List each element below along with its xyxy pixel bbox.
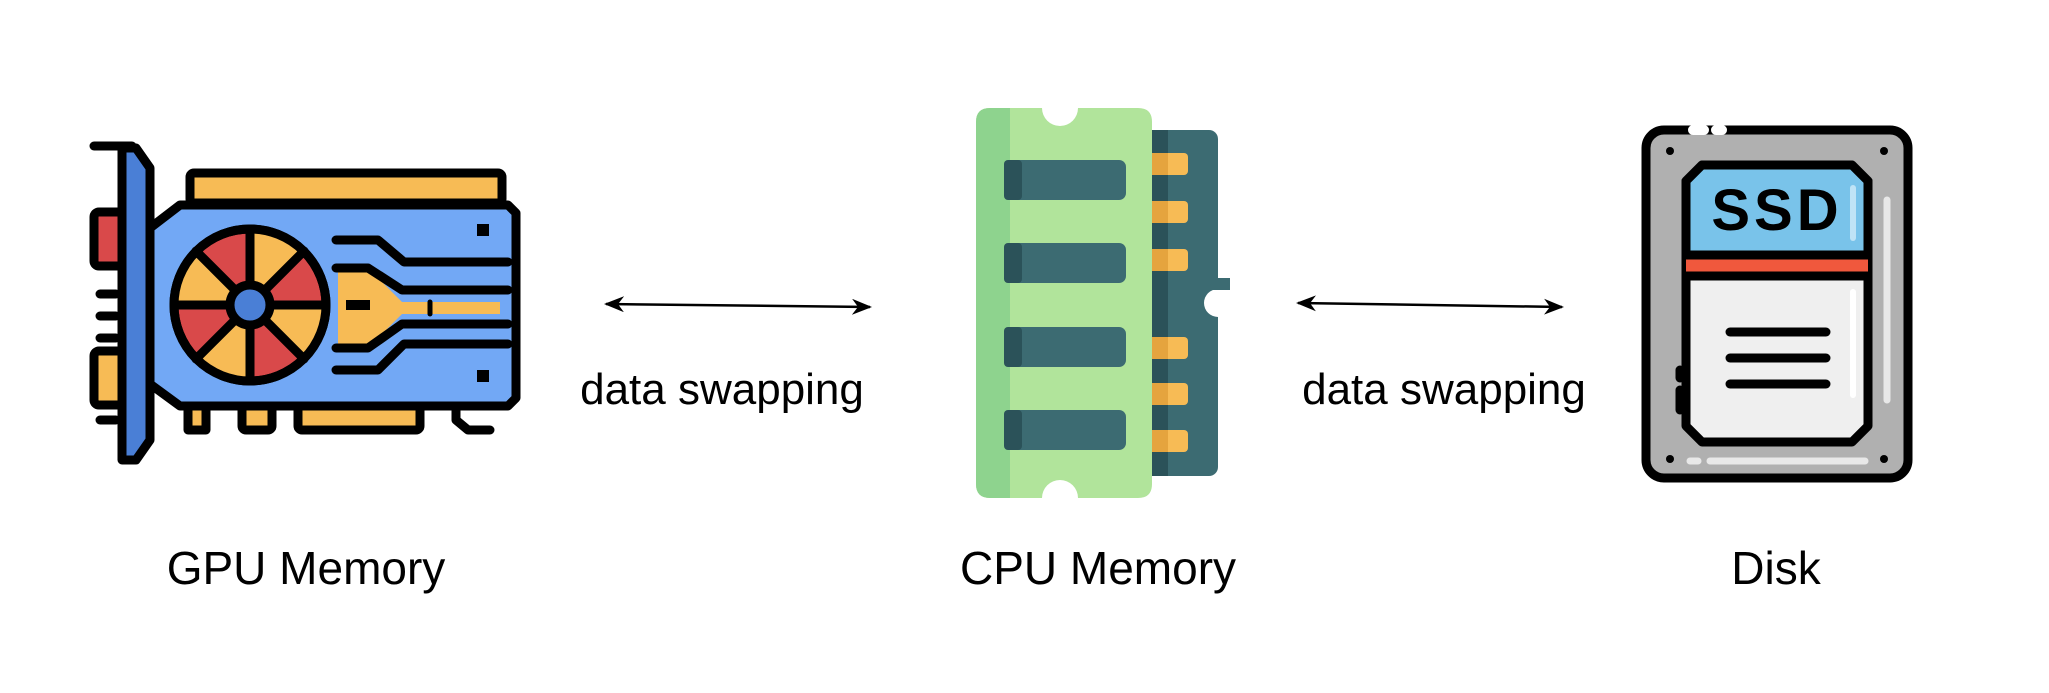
ram-chips [1004,160,1126,450]
edge-label: data swapping [580,365,864,414]
ssd-icon-text: SSD [1711,178,1842,243]
edge-gpu-cpu: data swapping [580,296,872,414]
bidirectional-arrow [1296,295,1564,315]
node-label-cpu: CPU Memory [960,542,1236,594]
node-label-gpu: GPU Memory [167,542,446,594]
ssd-drive-icon: SSD [1641,125,1913,483]
bidirectional-arrow [604,296,872,315]
graphics-card-icon [89,141,521,465]
node-label-disk: Disk [1731,542,1821,594]
edge-cpu-disk: data swapping [1296,295,1586,414]
edge-label: data swapping [1302,365,1586,414]
ram-module-icon [976,108,1232,498]
